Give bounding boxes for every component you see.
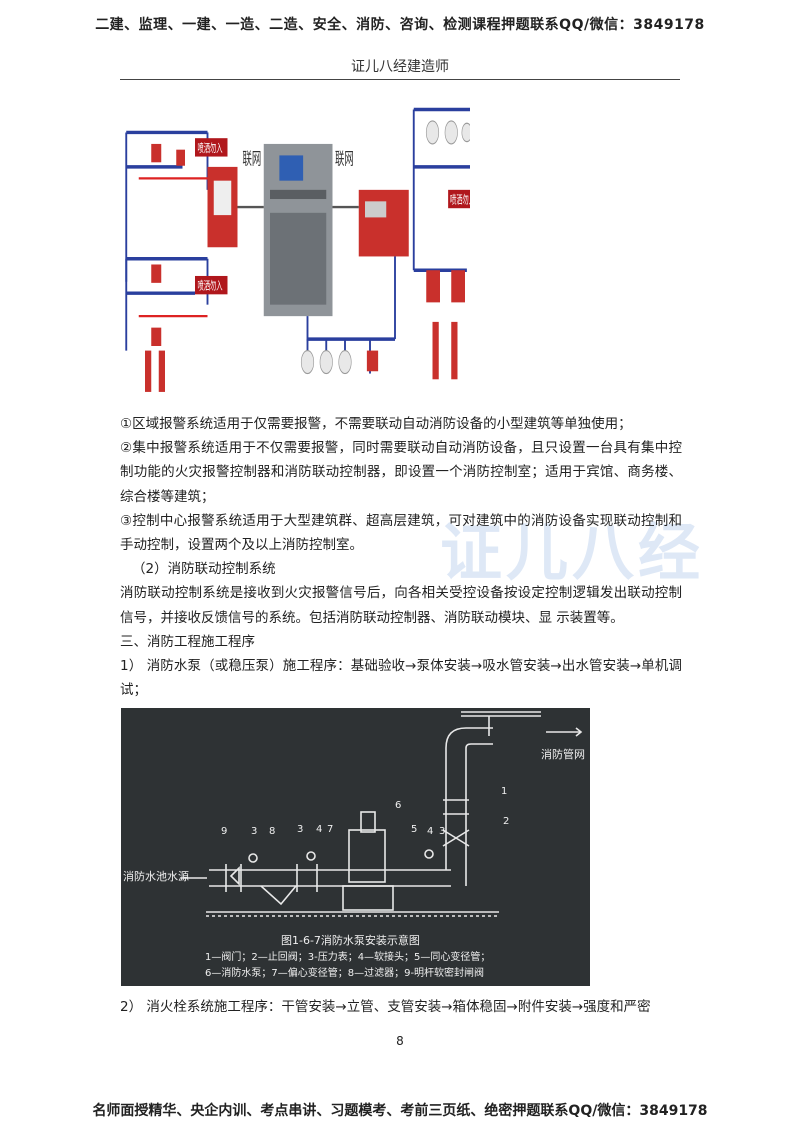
part-number-1: 1 xyxy=(501,786,507,797)
sign-text-1: 喷洒勿入 xyxy=(198,141,223,155)
part-number-7: 7 xyxy=(327,824,333,835)
section-heading-construction: 三、消防工程施工程序 xyxy=(120,633,255,650)
fire-alarm-network-diagram: 喷洒勿入 喷洒勿入 喷洒勿入 联网 联网 xyxy=(120,98,470,408)
legend-line-2: 6—消防水泵；7—偏心变径管；8—过滤器；9-明杆软密封闸阀 xyxy=(205,966,484,979)
part-number-3b: 3 xyxy=(297,824,303,835)
section-heading-linkage: （2）消防联动控制系统 xyxy=(132,561,276,578)
page-number: 8 xyxy=(396,1034,404,1048)
label-water-source: 消防水池水源 xyxy=(123,869,189,883)
part-number-4a: 4 xyxy=(316,824,322,835)
part-number-5: 5 xyxy=(411,824,417,835)
sign-text-2: 喷洒勿入 xyxy=(198,279,223,293)
paragraph-hydrant-procedure: 2） 消火栓系统施工程序：干管安装→立管、支管安装→箱体稳固→附件安装→强度和严… xyxy=(120,999,651,1015)
paragraph-regional-alarm: ①区域报警系统适用于仅需要报警，不需要联动自动消防设备的小型建筑等单独使用； xyxy=(120,416,632,432)
part-number-8: 8 xyxy=(269,826,275,837)
top-banner: 二建、监理、一建、一造、二造、安全、消防、咨询、检测课程押题联系QQ/微信：38… xyxy=(95,17,705,33)
part-number-3a: 3 xyxy=(251,826,257,837)
label-fire-network: 消防管网 xyxy=(541,747,585,761)
part-number-4b: 4 xyxy=(427,826,433,837)
paragraph-centralized-alarm: ②集中报警系统适用于不仅需要报警，同时需要联动自动消防设备，且只设置一台具有集中… xyxy=(120,440,682,505)
paragraph-control-center-alarm: ③控制中心报警系统适用于大型建筑群、超高层建筑，可对建筑中的消防设备实现联动控制… xyxy=(120,512,682,554)
footer-banner: 名师面授精华、央企内训、考点串讲、习题模考、考前三页纸、绝密押题联系QQ/微信：… xyxy=(92,1103,708,1119)
page-subtitle: 证儿八经建造师 xyxy=(351,59,449,75)
network-label-right: 联网 xyxy=(335,150,354,170)
part-number-3c: 3 xyxy=(439,826,445,837)
part-number-2: 2 xyxy=(503,816,509,827)
header-divider xyxy=(120,79,680,80)
part-number-6: 6 xyxy=(395,800,401,811)
figure-caption: 图1-6-7消防水泵安装示意图 xyxy=(281,933,420,947)
paragraph-pump-procedure: 1） 消防水泵（或稳压泵）施工程序：基础验收→泵体安装→吸水管安装→出水管安装→… xyxy=(120,658,682,699)
legend-line-1: 1—阀门；2—止回阀；3-压力表；4—软接头；5—同心变径管； xyxy=(205,950,490,963)
network-label-left: 联网 xyxy=(243,150,262,170)
part-number-9: 9 xyxy=(221,826,227,837)
body-text: ①区域报警系统适用于仅需要报警，不需要联动自动消防设备的小型建筑等单独使用； ②… xyxy=(120,412,682,702)
sign-text-3: 喷洒勿入 xyxy=(450,192,470,206)
paragraph-linkage-control: 消防联动控制系统是接收到火灾报警信号后，向各相关受控设备按设定控制逻辑发出联动控… xyxy=(120,585,682,626)
pump-installation-diagram: 9 3 8 3 4 7 6 5 4 3 1 2 消防水池水源 消防管网 图1-6… xyxy=(121,708,590,986)
